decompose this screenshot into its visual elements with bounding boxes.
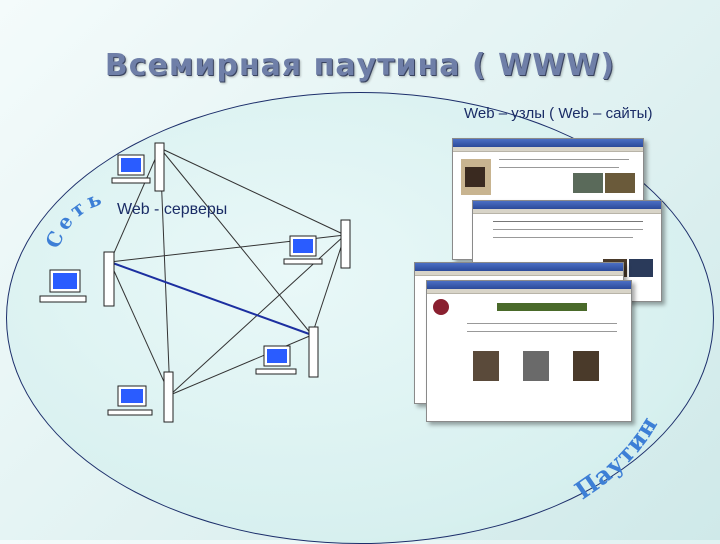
web-nodes-label: Web – узлы ( Web – сайты): [464, 105, 653, 122]
servers-label: Web - серверы: [117, 201, 228, 218]
slide-title: Всемирная паутина ( WWW): [104, 48, 616, 83]
computer-icon-3: [39, 251, 115, 307]
computer-icon-2: [283, 219, 351, 269]
webpage-screenshot-4: [426, 280, 632, 422]
highlight-link: [109, 261, 313, 336]
network-label: Сеть: [40, 185, 108, 252]
computer-icon-5: [107, 371, 174, 423]
computer-icon-4: [255, 326, 319, 378]
computer-icon-1: [111, 142, 165, 192]
